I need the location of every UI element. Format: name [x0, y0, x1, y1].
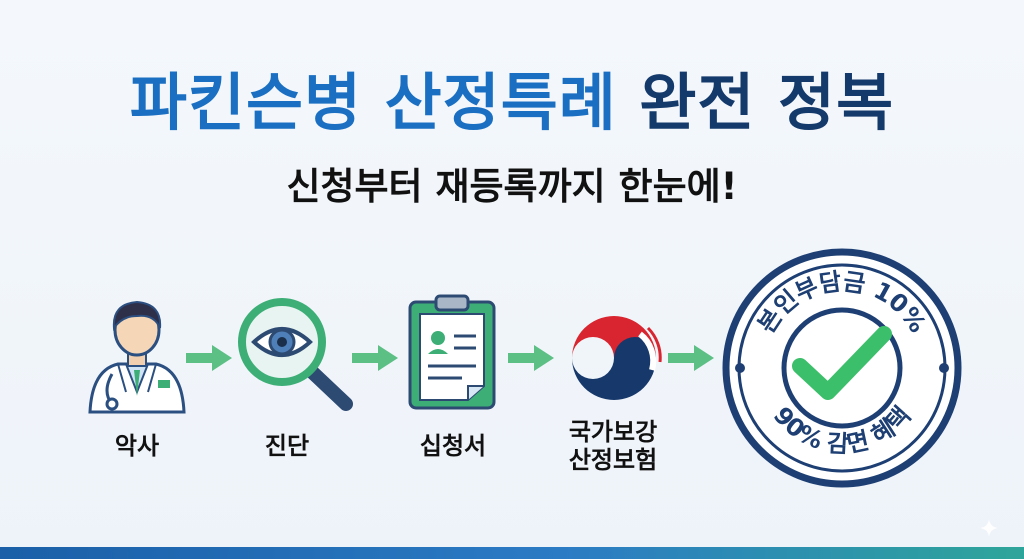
arrow-right-icon [668, 345, 714, 371]
step-label-3: 십청서 [419, 432, 487, 460]
page-subtitle: 신청부터 재등록까지 한눈에! [286, 165, 738, 208]
step-label-2: 진단 [264, 432, 310, 460]
arrow-right-icon [352, 345, 398, 371]
checkmark-icon [792, 326, 892, 400]
sparkle-icon [980, 519, 998, 537]
discount-badge: 본인부담금 10% 90% 감면 혜택 [722, 248, 962, 488]
title-highlight: 파킨슨병 산정특례 [129, 66, 617, 139]
step-label-4: 국가보강 산정보험 [548, 418, 678, 474]
taeguk-emblem-icon [572, 316, 662, 400]
page-title: 파킨슨병 산정특례 완전 정복 [0, 52, 1024, 142]
arrow-right-icon [186, 345, 232, 371]
title-rest: 완전 정복 [639, 66, 895, 139]
step-label-4-line2: 산정보험 [568, 446, 658, 474]
bottom-bar [0, 547, 1024, 559]
step-label-4-line1: 국가보강 [568, 418, 658, 446]
clipboard-form-icon [408, 294, 496, 410]
doctor-icon [88, 300, 186, 414]
magnifier-eye-icon [238, 298, 353, 411]
arrow-right-icon [508, 345, 554, 371]
step-label-1: 악사 [114, 432, 160, 460]
